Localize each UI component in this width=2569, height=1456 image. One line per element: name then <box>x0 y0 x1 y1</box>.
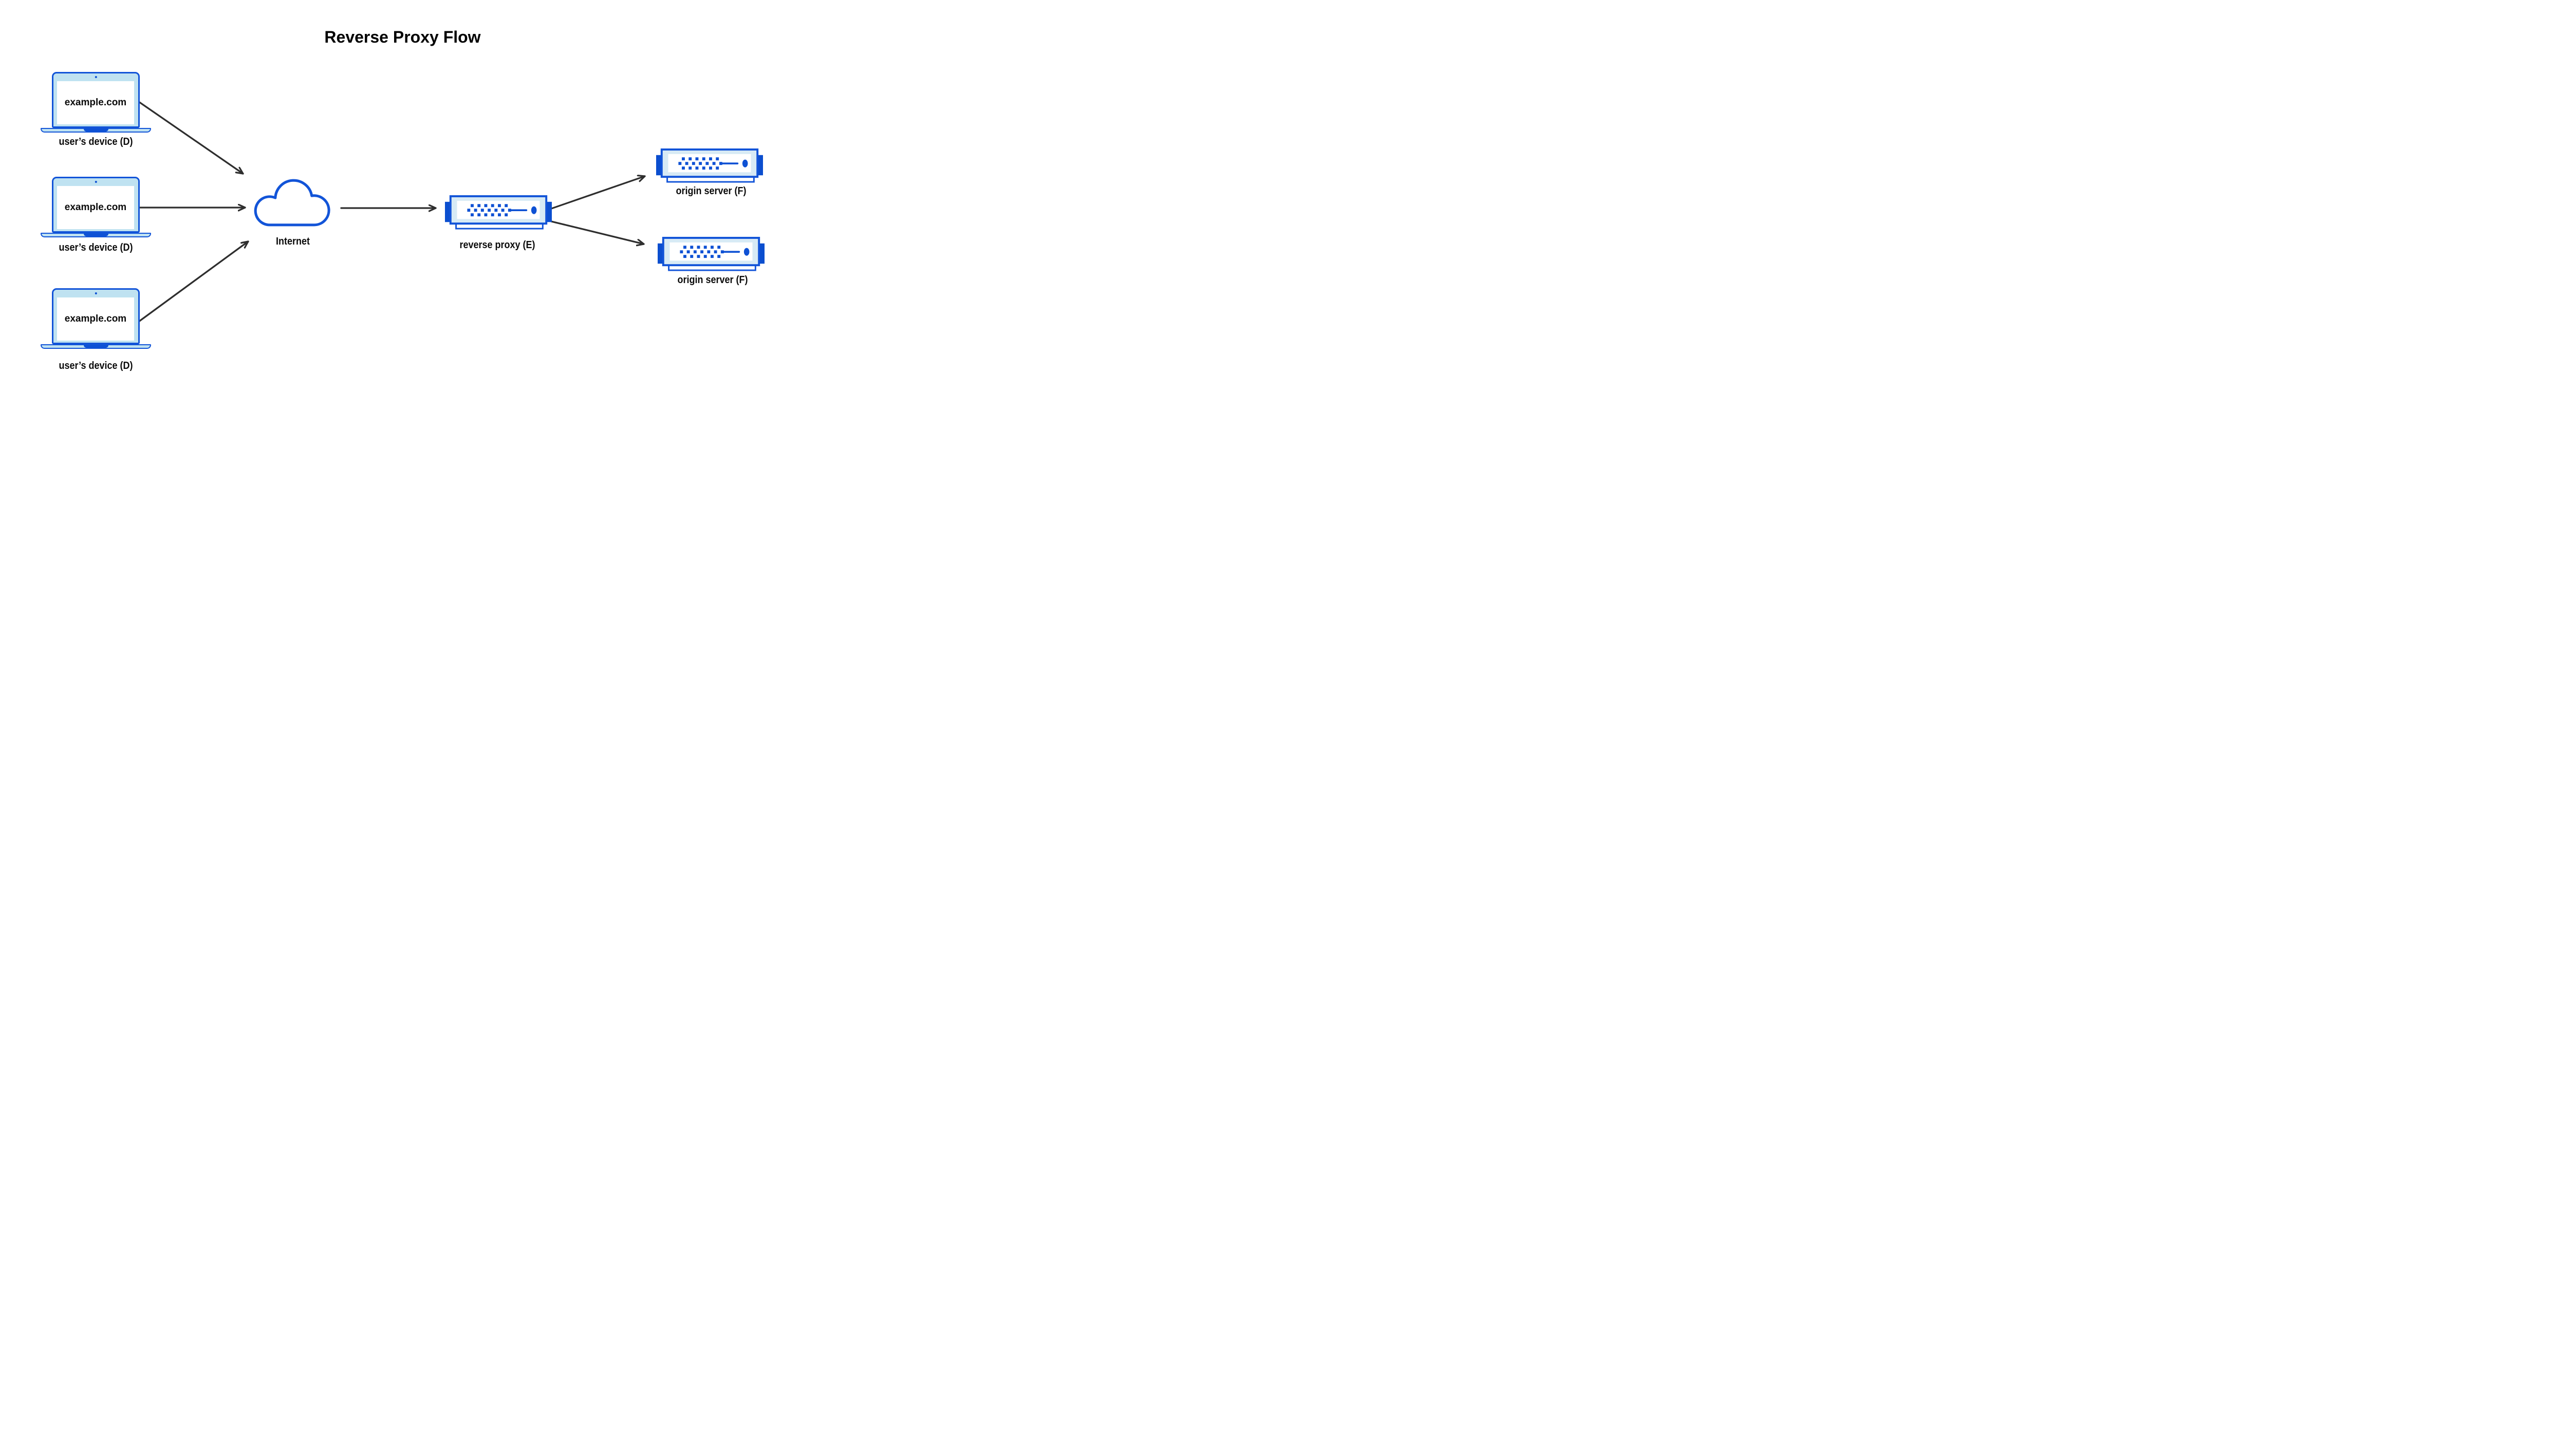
origin-server-label: origin server (F) <box>677 274 748 286</box>
device-label: user’s device (D) <box>59 136 133 147</box>
server-power-dot <box>743 248 750 256</box>
reverse-proxy-label: reverse proxy (E) <box>459 239 535 251</box>
cloud-icon <box>254 179 330 227</box>
server-icon <box>658 237 765 271</box>
laptop-notch <box>83 128 108 132</box>
origin-server-1-label-wrap: origin server (F) <box>655 185 768 197</box>
camera-dot-icon <box>95 292 97 294</box>
server-right-tab <box>546 201 552 222</box>
laptop-base <box>41 344 151 349</box>
page-title: Reverse Proxy Flow <box>324 28 481 46</box>
internet-label: Internet <box>275 236 310 247</box>
laptop-icon: example.com <box>52 72 140 128</box>
origin-server-2-label-wrap: origin server (F) <box>656 274 769 286</box>
laptop-screen: example.com <box>57 297 134 341</box>
server-left-tab <box>658 243 663 264</box>
camera-dot-icon <box>95 180 97 183</box>
diagram-canvas: Reverse Proxy Flow example.com <box>0 0 805 403</box>
laptop-screen: example.com <box>57 81 134 124</box>
laptop-screen: example.com <box>57 186 134 229</box>
laptop-base <box>41 128 151 133</box>
arrow-proxy-to-origin2 <box>550 220 645 244</box>
arrow-device3-to-internet <box>138 240 249 323</box>
origin-server-label: origin server (F) <box>676 185 747 197</box>
laptop-icon: example.com <box>52 177 140 233</box>
laptop-notch <box>83 345 108 348</box>
server-left-tab <box>445 201 451 222</box>
arrow-device1-to-internet <box>138 101 244 175</box>
server-power-dot <box>742 159 748 167</box>
arrow-proxy-to-origin1 <box>550 176 646 210</box>
screen-url-text: example.com <box>64 202 127 213</box>
device-label: user’s device (D) <box>59 360 133 371</box>
user-device-3: example.com user’s device (D) <box>41 288 151 371</box>
screen-url-text: example.com <box>64 97 127 108</box>
reverse-proxy-label-wrap: reverse proxy (E) <box>441 239 554 251</box>
screen-url-text: example.com <box>64 313 127 324</box>
laptop-notch <box>83 233 108 236</box>
device-label: user’s device (D) <box>59 242 133 253</box>
server-left-tab <box>656 155 662 176</box>
server-right-tab <box>757 155 763 176</box>
laptop-base <box>41 233 151 237</box>
server-power-dot <box>531 206 537 214</box>
laptop-icon: example.com <box>52 288 140 344</box>
server-vent-dots <box>467 204 511 217</box>
user-device-2: example.com user’s device (D) <box>41 177 151 253</box>
user-device-1: example.com user’s device (D) <box>41 72 151 147</box>
server-icon <box>445 195 552 230</box>
server-icon <box>656 148 763 183</box>
internet-label-wrap: Internet <box>254 235 331 248</box>
camera-dot-icon <box>95 76 97 78</box>
server-right-tab <box>759 243 765 264</box>
